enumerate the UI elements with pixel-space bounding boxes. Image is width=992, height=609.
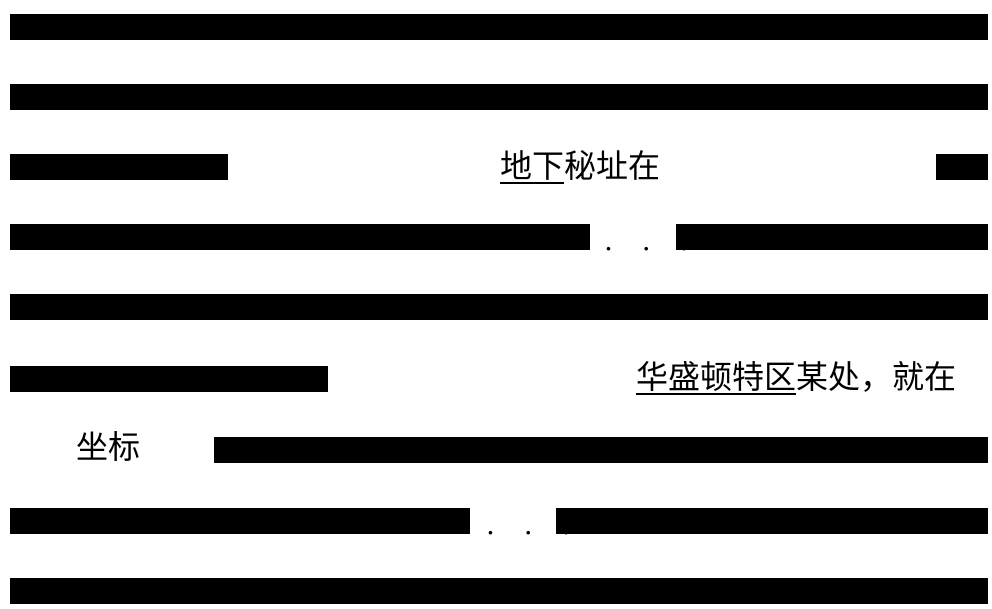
redaction-bar (10, 366, 328, 392)
redaction-bar (676, 224, 988, 250)
redaction-bar (214, 437, 988, 463)
revealed-phrase: 秘址在 (564, 147, 661, 185)
redaction-bar (936, 154, 988, 180)
redaction-bar (10, 154, 228, 180)
revealed-text-line-6: 华盛顿特区某处，就在 (636, 357, 956, 397)
ellipsis: . . . (604, 224, 699, 257)
revealed-text-line-3: 地下秘址在 (500, 146, 660, 186)
revealed-phrase: 某处，就在 (796, 358, 957, 396)
redaction-bar (10, 294, 988, 320)
redaction-bar (10, 578, 988, 604)
redaction-bar (556, 508, 988, 534)
underlined-phrase: 地下 (500, 147, 565, 185)
redaction-bar (10, 14, 988, 40)
revealed-text-line-7: 坐标 (76, 428, 141, 466)
redaction-bar (10, 508, 470, 534)
underlined-phrase: 华盛顿特区 (636, 358, 797, 396)
redaction-bar (10, 84, 988, 110)
redaction-bar (10, 224, 590, 250)
